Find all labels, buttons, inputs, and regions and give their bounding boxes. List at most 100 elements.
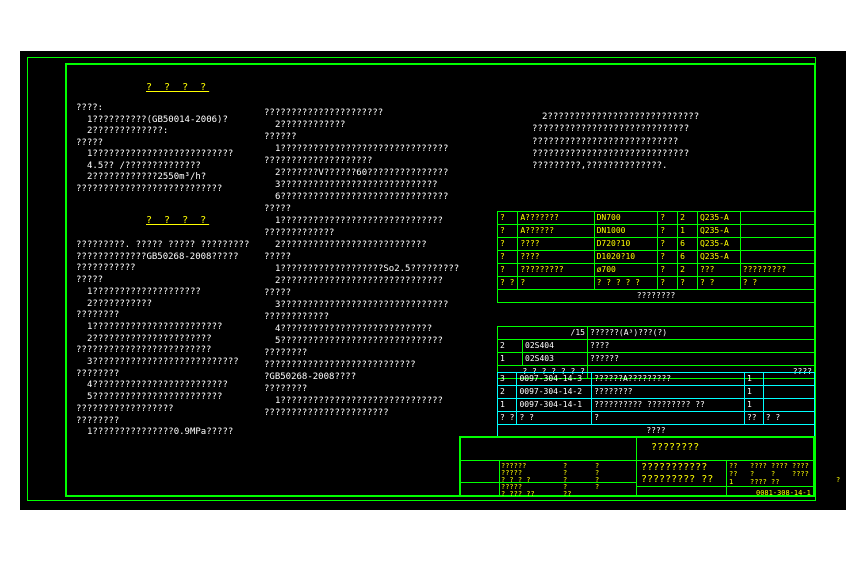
note-line: 1??????????(GB50014-2006)?	[87, 114, 228, 125]
note-line: 1??????????????????????????	[87, 149, 234, 159]
table-cell: 6	[677, 250, 698, 264]
note-line: 2???????V??????60???????????????	[275, 168, 449, 178]
drawing-number: 0081-308-14-1	[756, 489, 811, 497]
note-line: ??????	[264, 132, 297, 142]
note-line: ???????????????????????????	[532, 136, 679, 147]
table-cell	[762, 385, 816, 399]
note-line: 3???????????????????????????	[87, 357, 239, 367]
note-line: 2??????????????????????	[87, 333, 212, 344]
note-line: ????????????	[264, 312, 330, 322]
note-line: ????:	[76, 103, 104, 113]
table-cell: ?	[657, 237, 679, 251]
table-cell: Q235-A	[696, 211, 741, 225]
table-cell: 0097-304-14-2	[516, 385, 593, 399]
note-line: ????????????????????	[264, 156, 373, 166]
signature-cell: ?	[563, 476, 568, 484]
table-cell: ?	[657, 276, 679, 290]
note-line: 4?????????????????????????	[87, 380, 228, 391]
corner-mark: ?	[836, 476, 841, 484]
table-cell: ?	[657, 263, 679, 277]
note-line: 1??????????????????????????????	[275, 396, 443, 406]
meta-cell: ??	[729, 470, 738, 478]
signature-cell: ??	[563, 490, 572, 498]
note-line: 3?????????????????????????????	[275, 180, 438, 190]
table-cell: 02S404	[522, 339, 588, 353]
note-line: 5??????????????????????????????	[275, 336, 443, 346]
table-cell: 1	[743, 398, 764, 412]
signature-cell: ?	[595, 476, 600, 484]
table-cell	[762, 398, 816, 412]
signature-cell: ? ? ? ?	[501, 476, 531, 484]
meta-cell: ????	[792, 462, 809, 470]
table-cell: ?????????? ????????? ??	[591, 398, 745, 412]
table-cell: A???????	[517, 211, 595, 225]
note-line: ?????????????????????????	[76, 345, 212, 356]
table-cell: ?????????	[517, 263, 595, 277]
note-line: ?????	[264, 204, 292, 214]
signature-cell: ?	[563, 462, 568, 470]
meta-cell: ????	[750, 462, 767, 470]
drawing-name-1: ???????????	[641, 462, 708, 473]
note-line: 5????????????????????????	[87, 392, 223, 403]
note-line: 1??????????????????????????????	[275, 216, 443, 226]
table-row: ? ??? ? ? ? ???? ?? ?	[496, 276, 816, 290]
table-cell: ???	[696, 263, 741, 277]
table-cell: ?	[677, 276, 698, 290]
note-line: 4.5?? /??????????????	[87, 160, 201, 171]
table-cell: ????	[587, 339, 815, 353]
note-line: 1????????????????????????	[87, 321, 223, 332]
signature-cell: ?	[563, 483, 568, 491]
note-line: ?????????????	[264, 228, 335, 238]
signature-cell: ?????	[501, 469, 523, 477]
note-line: ?????	[264, 288, 292, 298]
table-cell: ????	[517, 250, 595, 264]
table-cell: ??????	[587, 352, 815, 366]
table-cell: 1	[743, 372, 764, 386]
table-cell: ?	[657, 224, 679, 238]
note-line: ???????????????????????	[264, 408, 389, 418]
table-cell: 0097-304-14-1	[516, 398, 593, 412]
table-row: ??????????ø700?2????????????	[496, 263, 816, 277]
title-block: ???????? ??????????? ????????? ?? 0081-3…	[459, 436, 815, 498]
table-cell: ?	[517, 276, 595, 290]
signature-cell: ?	[595, 469, 600, 477]
note-line: 2?????????????:	[87, 126, 169, 136]
table-cell: D1020?10	[593, 250, 659, 264]
note-line: 2??????????????????????????????	[275, 276, 443, 286]
meta-cell: ??	[771, 478, 780, 486]
table-cell: DN1000	[593, 224, 659, 238]
table-cell: ?	[496, 237, 519, 251]
table-row: ? ?? ????? ?	[496, 411, 816, 425]
signature-cell: ?	[595, 483, 600, 491]
meta-cell: ?	[750, 470, 755, 478]
meta-cell: ??	[729, 462, 738, 470]
note-line: ?????????,??????????????.	[532, 161, 668, 172]
notes-heading-1: ? ? ? ?	[146, 82, 210, 93]
note-line: ?????	[76, 275, 104, 286]
table-cell: 0097-304-14-3	[516, 372, 593, 386]
meta-cell: ????	[750, 478, 767, 486]
note-line: 2????????????2550m³/h?	[87, 172, 207, 182]
table-cell: 6	[677, 237, 698, 251]
note-line: ?GB50268-2008????	[264, 372, 357, 382]
table-cell: ? ?	[516, 411, 593, 425]
table-cell: 1	[496, 398, 518, 412]
note-line: ?????????????????????????????	[532, 148, 690, 159]
table-cell	[739, 250, 816, 264]
table-cell: 2	[677, 263, 698, 277]
table-cell: ? ?	[696, 276, 741, 290]
drawing-inner-border	[65, 63, 816, 497]
signature-cell: ??????	[501, 462, 527, 470]
table-cell: ?	[591, 411, 745, 425]
table-cell	[739, 211, 816, 225]
table-cell: Q235-A	[696, 250, 741, 264]
ref-header-b: ??????(A³)???(?)	[587, 326, 815, 340]
table-cell: 3	[496, 372, 518, 386]
note-line: 1???????????????0.9MPa?????	[87, 427, 234, 438]
